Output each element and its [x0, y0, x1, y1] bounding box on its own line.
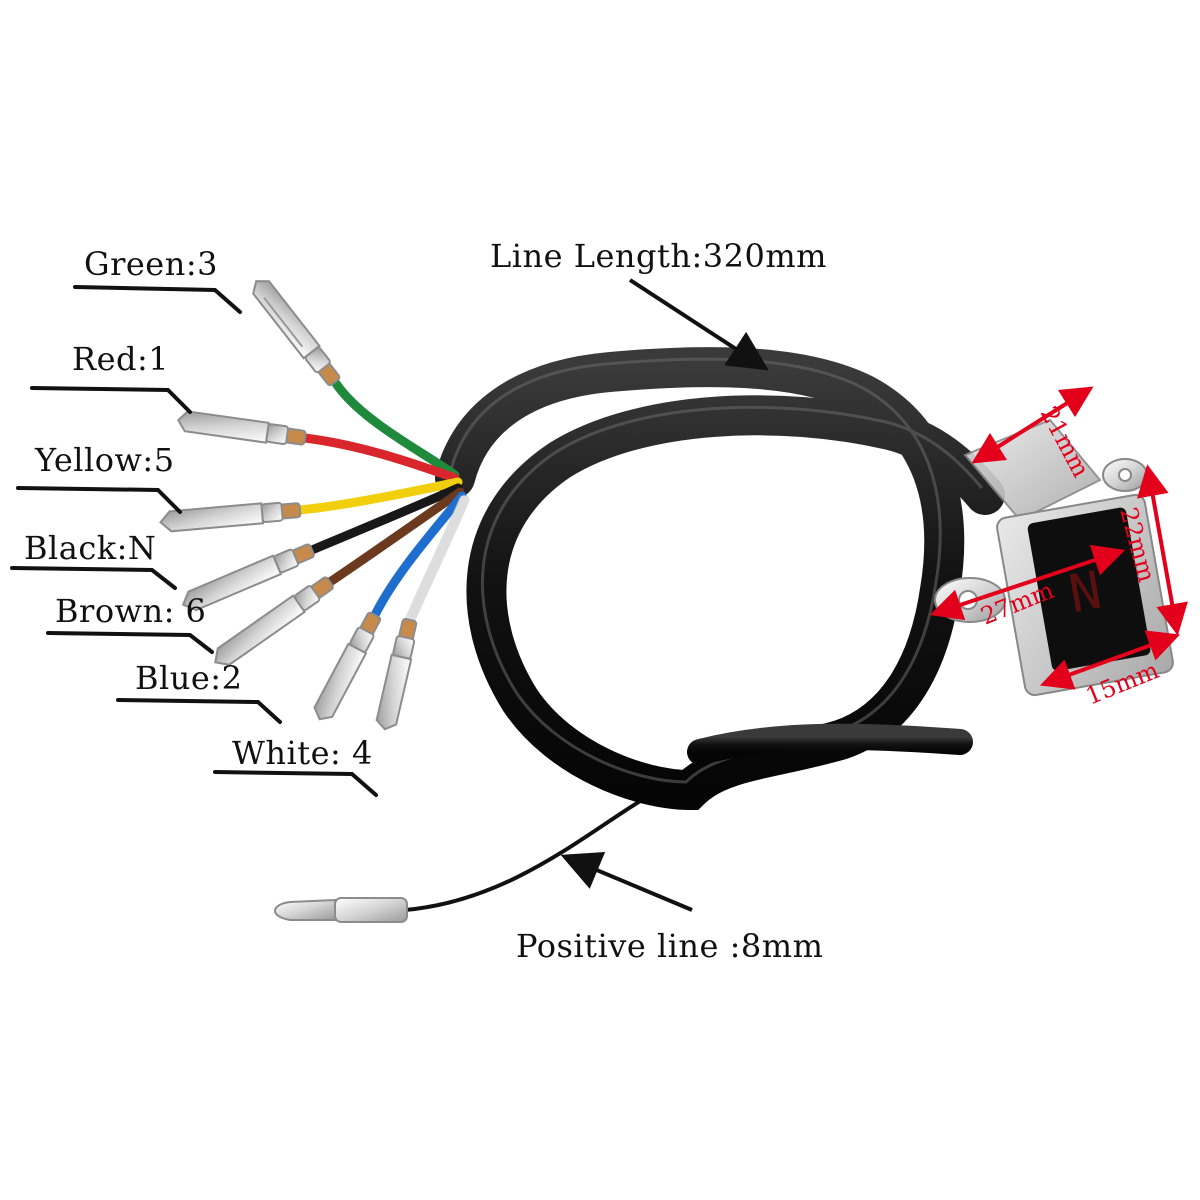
label-brown: Brown: 6 [55, 592, 207, 630]
label-white: White: 4 [232, 734, 373, 772]
terminal-black [181, 543, 315, 612]
wire-brown [325, 487, 465, 587]
line-length-label: Line Length:320mm [490, 237, 827, 275]
label-black: Black:N [24, 529, 157, 567]
spade-terminals [159, 280, 418, 731]
terminal-red [176, 410, 307, 446]
wire-blue [370, 491, 467, 620]
terminal-green [252, 280, 341, 387]
wire-yellow [295, 477, 463, 515]
positive-line-label: Positive line :8mm [516, 927, 824, 965]
leader-lines [10, 285, 378, 797]
terminal-blue [313, 611, 382, 721]
wire-white [405, 495, 469, 625]
positive-line-arrow [560, 851, 693, 912]
label-green: Green:3 [84, 245, 218, 283]
fanout-wires [295, 377, 470, 626]
dim-top [971, 386, 1094, 464]
dim-right [1137, 464, 1188, 636]
dimension-lines [929, 386, 1188, 690]
label-yellow: Yellow:5 [35, 441, 175, 479]
wire-green [330, 377, 460, 480]
bullet-connector-icon [274, 897, 408, 923]
dim-width [929, 544, 1126, 621]
dim-bottom [1039, 630, 1181, 690]
wire-red [300, 433, 460, 483]
label-red: Red:1 [72, 340, 170, 378]
terminal-white [375, 618, 418, 731]
line-length-arrow [628, 278, 769, 371]
main-cable [435, 347, 1005, 811]
label-blue: Blue:2 [135, 659, 243, 697]
terminal-brown [214, 576, 334, 666]
terminal-yellow [159, 501, 302, 533]
wire-black [307, 483, 463, 555]
